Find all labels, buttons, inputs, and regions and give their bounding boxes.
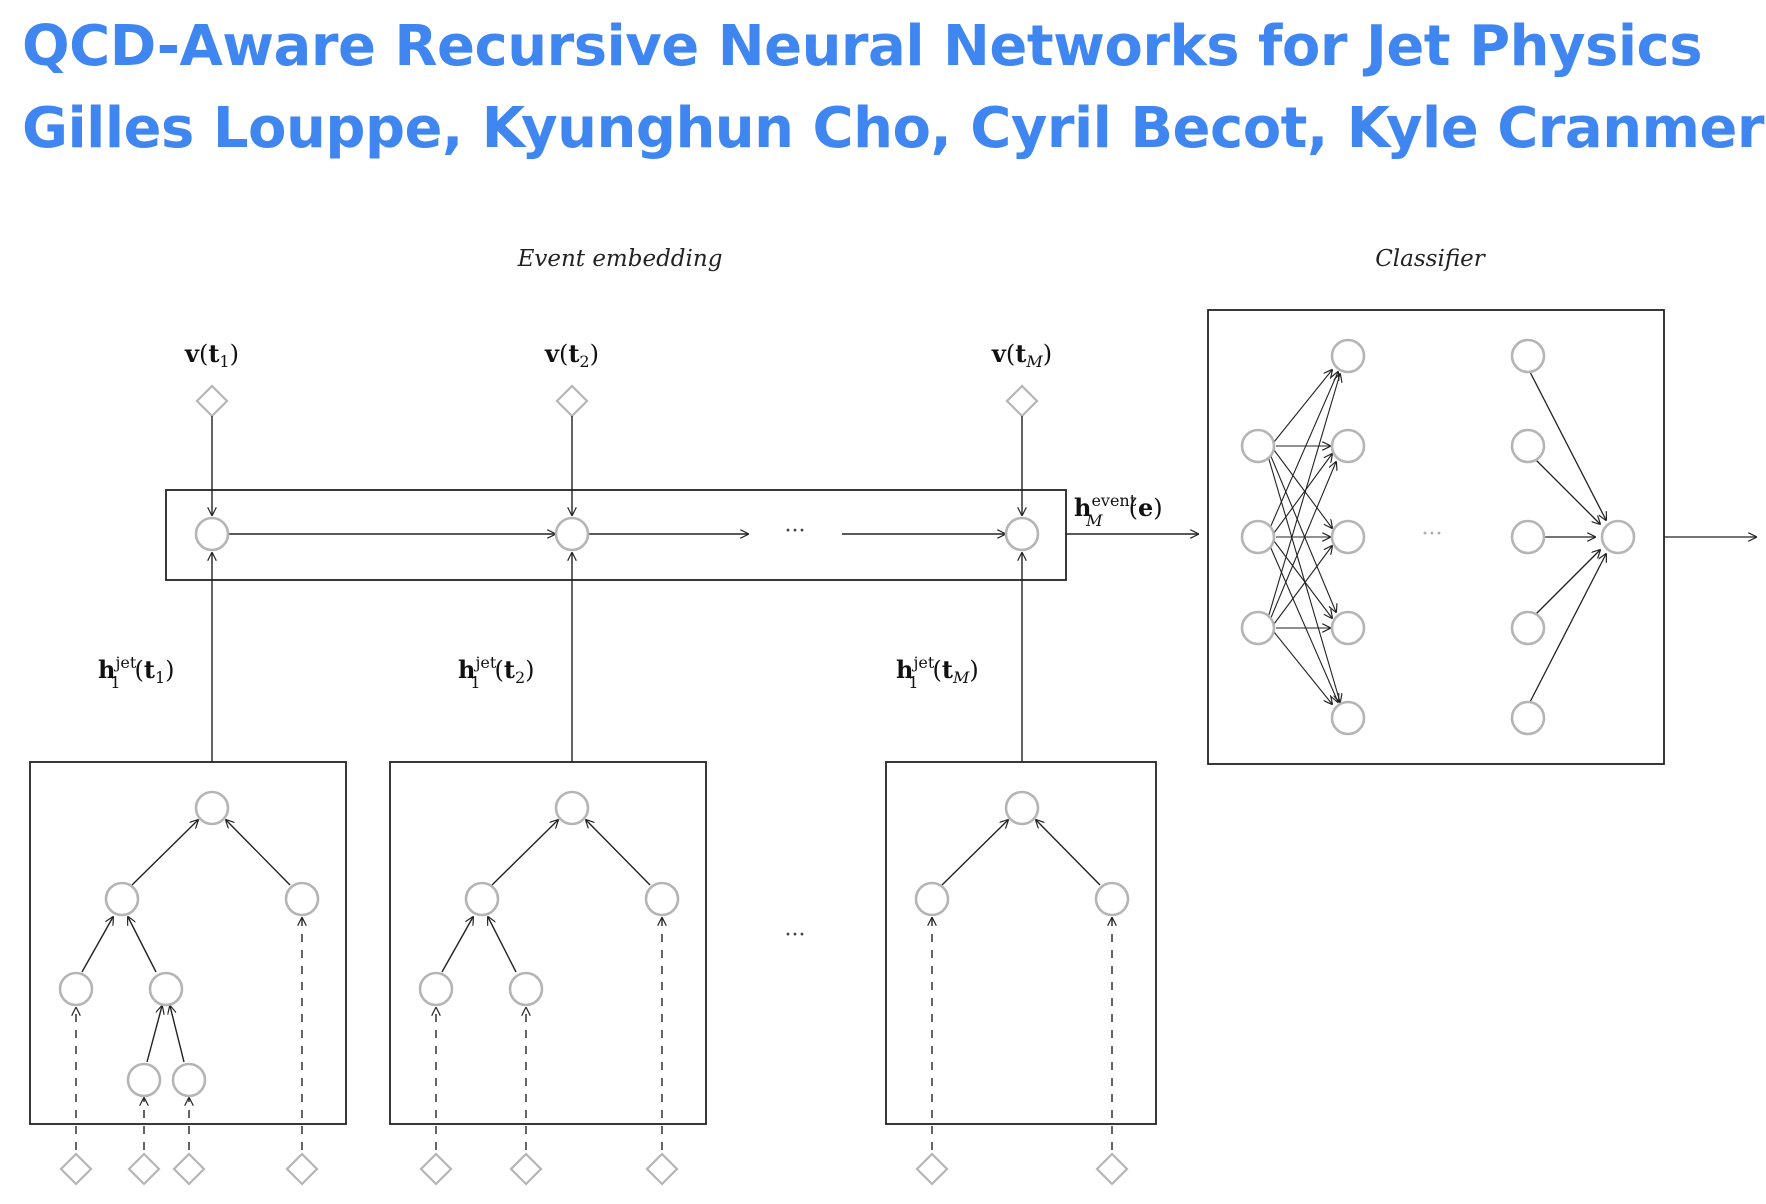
tree1-node <box>284 881 320 917</box>
classifier-hidden-node <box>1330 428 1366 464</box>
tree1-particle-diamond <box>172 1152 206 1186</box>
input-diamond-2 <box>555 384 589 418</box>
tree2-node <box>508 971 544 1007</box>
author-list: Gilles Louppe, Kyunghun Cho, Cyril Becot… <box>22 96 1765 161</box>
tree2-node <box>644 881 680 917</box>
input-label-m: v(tM) <box>991 339 1052 371</box>
treem-root-node <box>1004 790 1040 826</box>
treem-edge <box>941 820 1008 886</box>
tree1-edge <box>81 917 113 973</box>
event-embedding-box <box>165 489 1067 581</box>
tree1-particle-diamond <box>127 1152 161 1186</box>
event-embedding-label: Event embedding <box>517 246 723 272</box>
input-label-1: v(t1) <box>184 339 239 371</box>
input-label-2: v(t2) <box>544 339 599 371</box>
input-diamond-m <box>1005 384 1039 418</box>
treem-particle-diamond <box>1095 1152 1129 1186</box>
treem-particle-diamond <box>915 1152 949 1186</box>
classifier-last-hidden-node <box>1510 519 1546 555</box>
jet-tree-box-2 <box>389 761 707 1125</box>
tree2-particle-diamond <box>509 1152 543 1186</box>
event-node-1 <box>194 516 230 552</box>
tree2-root-node <box>554 790 590 826</box>
tree1-node <box>126 1062 162 1098</box>
treem-node <box>1094 881 1130 917</box>
tree1-edge <box>226 820 291 886</box>
tree1-node <box>104 881 140 917</box>
event-node-m <box>1004 516 1040 552</box>
classifier-hidden-node <box>1330 610 1366 646</box>
tree2-edge <box>488 917 517 973</box>
tree1-node <box>171 1062 207 1098</box>
tree2-node <box>418 971 454 1007</box>
event-node-2 <box>554 516 590 552</box>
tree1-edge <box>131 820 198 886</box>
tree1-node <box>148 971 184 1007</box>
tree2-edge <box>586 820 651 886</box>
classifier-last-hidden-node <box>1510 338 1546 374</box>
classifier-hidden-node <box>1330 519 1366 555</box>
classifier-hidden-node <box>1330 700 1366 736</box>
classifier-last-hidden-node <box>1510 700 1546 736</box>
tree2-edge <box>491 820 558 886</box>
tree1-root-node <box>194 790 230 826</box>
classifier-hidden-node <box>1330 338 1366 374</box>
jet-tree-box-m <box>885 761 1157 1125</box>
classifier-input-node <box>1240 519 1276 555</box>
tree2-particle-diamond <box>645 1152 679 1186</box>
treem-edge <box>1036 820 1101 886</box>
tree1-particle-diamond <box>285 1152 319 1186</box>
tree2-edge <box>441 917 473 973</box>
jet-ellipsis: ··· <box>785 923 806 948</box>
tree2-node <box>464 881 500 917</box>
event-ellipsis: ··· <box>785 519 806 544</box>
tree1-particle-diamond <box>59 1152 93 1186</box>
classifier-input-node <box>1240 610 1276 646</box>
tree1-node <box>58 971 94 1007</box>
page-title: QCD-Aware Recursive Neural Networks for … <box>22 14 1703 79</box>
classifier-output-edges <box>1529 371 1756 703</box>
input-diamond-1 <box>195 384 229 418</box>
classifier-last-hidden-node <box>1510 428 1546 464</box>
tree2-particle-diamond <box>419 1152 453 1186</box>
jet-tree-box-1 <box>29 761 347 1125</box>
tree1-edge <box>170 1006 185 1063</box>
classifier-label: Classifier <box>1375 246 1487 272</box>
classifier-last-hidden-node <box>1510 610 1546 646</box>
classifier-ellipsis: ··· <box>1422 522 1443 547</box>
classifier-output-node <box>1600 519 1636 555</box>
classifier-dense-edges <box>1267 370 1340 704</box>
treem-node <box>914 881 950 917</box>
classifier-input-node <box>1240 428 1276 464</box>
tree1-edge <box>128 917 157 973</box>
tree1-edge <box>146 1006 162 1063</box>
